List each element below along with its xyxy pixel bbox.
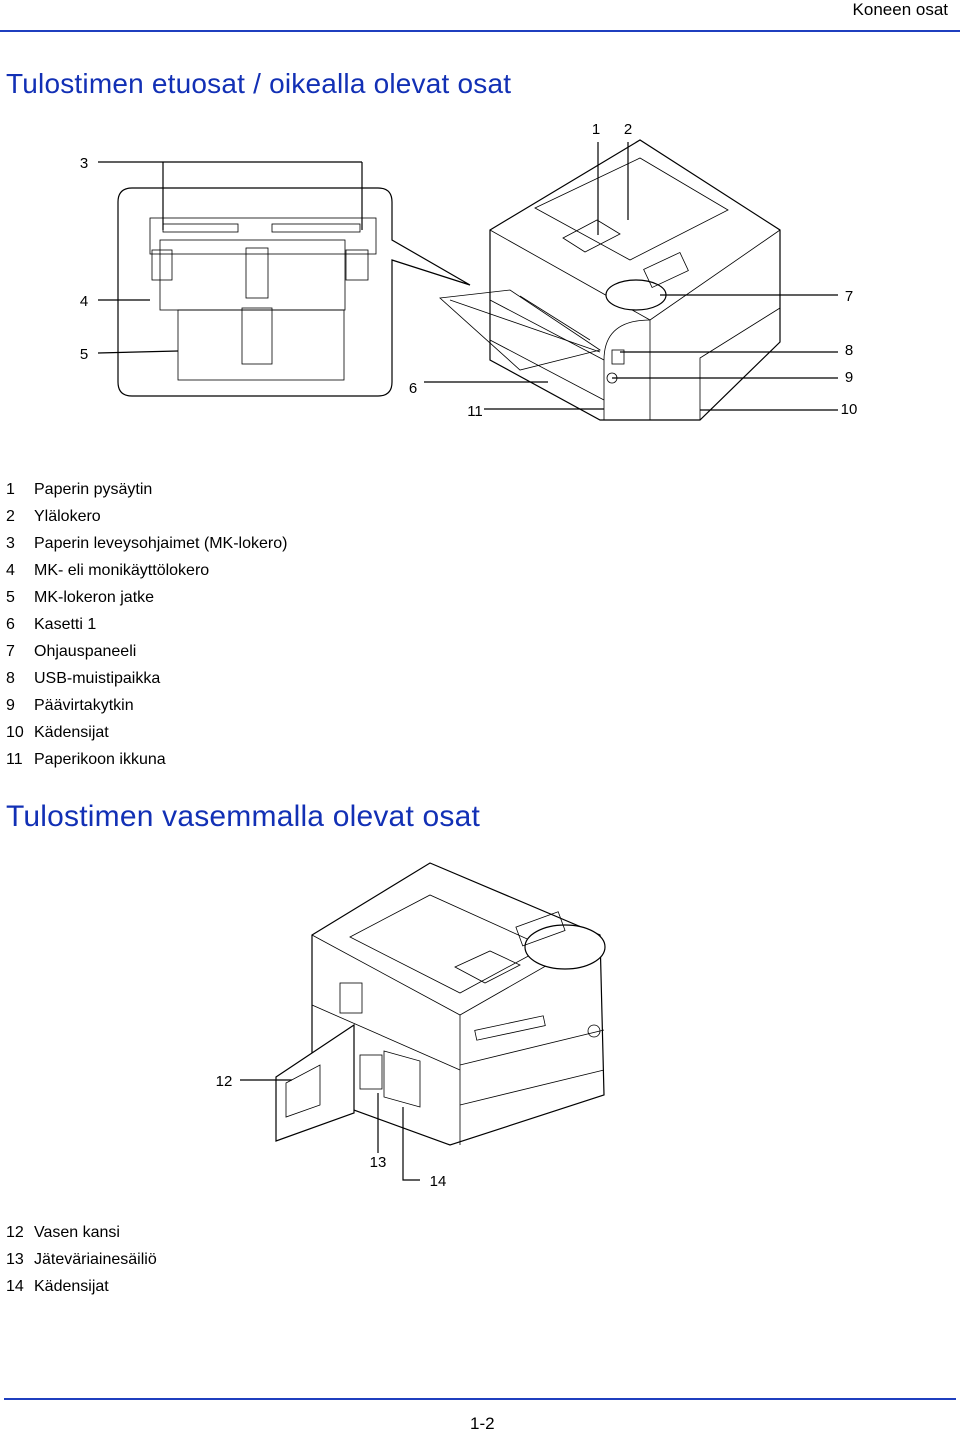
printer-body-left: [311, 862, 606, 1146]
callout-6: 6: [409, 380, 417, 397]
footer-divider: [4, 1398, 956, 1400]
section-header-label: Koneen osat: [852, 0, 948, 19]
callout-5: 5: [80, 346, 88, 363]
front-right-parts-title: Tulostimen etuosat / oikealla olevat osa…: [6, 68, 512, 99]
printer-body-front: [439, 139, 781, 421]
page-number: 1-2: [470, 1414, 495, 1433]
printer-front-right-illustration: 1 2 3 4 5 6 7 8 9 10 11: [80, 121, 858, 421]
callout-1: 1: [592, 121, 600, 138]
callout-7: 7: [845, 288, 853, 305]
left-parts-title: Tulostimen vasemmalla olevat osat: [6, 800, 481, 833]
callout-13: 13: [370, 1154, 387, 1171]
mp-tray-inset: [117, 187, 471, 397]
left-cover-open: [275, 1023, 421, 1142]
callout-leaders: [240, 1079, 420, 1181]
callout-9: 9: [845, 369, 853, 386]
callout-8: 8: [845, 342, 853, 359]
callout-3: 3: [80, 155, 88, 172]
callout-14: 14: [430, 1173, 447, 1190]
callout-12: 12: [216, 1073, 233, 1090]
printer-left-illustration: 12 13 14: [216, 862, 606, 1190]
callout-leaders: [97, 142, 838, 411]
callout-11: 11: [467, 403, 483, 420]
callout-4: 4: [80, 293, 88, 310]
callout-10: 10: [841, 401, 858, 418]
callout-2: 2: [624, 121, 632, 138]
header-divider: [0, 30, 960, 32]
